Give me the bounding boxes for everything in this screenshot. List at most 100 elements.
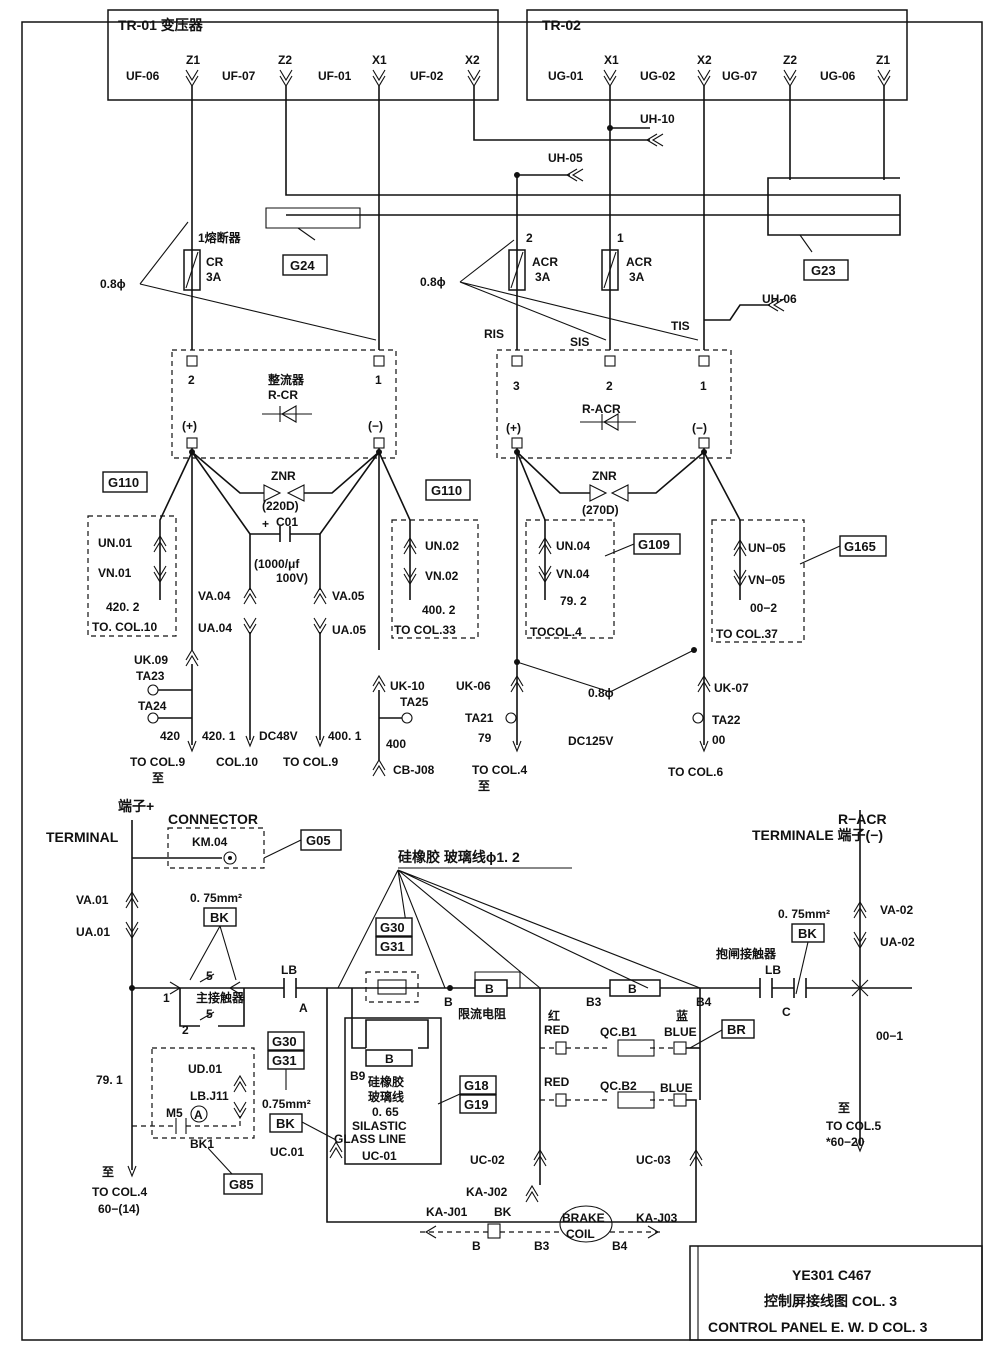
g110a-num: 420. 2 <box>106 600 140 614</box>
svg-text:G18: G18 <box>464 1078 489 1093</box>
conn-uk10: UK-10 <box>390 679 425 693</box>
group-g165 <box>711 519 805 643</box>
rcr-plus: (+) <box>182 419 197 433</box>
svg-text:BK: BK <box>798 926 817 941</box>
terminale: TERMINALE 端子(−) <box>752 827 883 843</box>
title-block <box>689 1245 983 1341</box>
lbj11-box <box>151 1047 255 1139</box>
conn-uk06: UK-06 <box>456 679 491 693</box>
num-4001: 400. 1 <box>328 729 362 743</box>
racr-ris: RIS <box>484 327 504 341</box>
tr02-term-x2: X2 <box>697 53 712 67</box>
terminal-icon <box>505 712 517 724</box>
g109-to: TOCOL.4 <box>530 625 582 639</box>
qcb1: QC.B1 <box>600 1025 637 1039</box>
tag-g05: G05 <box>300 829 342 851</box>
g165-top: UN−05 <box>748 541 786 555</box>
km04: KM.04 <box>192 835 228 849</box>
zhi-c: 至 <box>838 1101 850 1115</box>
resistor-qcb1 <box>617 1039 655 1057</box>
plug-icon <box>467 69 481 87</box>
racr-pin1: 1 <box>700 379 707 393</box>
tr02-title: TR-02 <box>542 17 581 33</box>
sleeve-icon <box>377 979 407 995</box>
lamp-red1 <box>555 1041 567 1055</box>
svg-text:G23: G23 <box>811 263 836 278</box>
num-00: 00 <box>712 733 726 747</box>
limit-resistor: 限流电阻 <box>458 1006 506 1021</box>
b3-bottom: B3 <box>534 1239 550 1253</box>
wire-size-left: 0.8ϕ <box>100 277 126 291</box>
svg-text:G05: G05 <box>306 833 331 848</box>
pin <box>511 355 523 367</box>
num-420: 420 <box>160 729 180 743</box>
plug-icon <box>243 617 257 635</box>
svg-text:G24: G24 <box>290 258 315 273</box>
zhi-a: 至 <box>152 771 164 785</box>
rectifier-rcr-box <box>171 349 397 459</box>
transformer-wiring <box>191 86 901 350</box>
red2: RED <box>544 1075 570 1089</box>
lb1: LB <box>281 963 297 977</box>
tag-g24: G24 <box>282 254 328 276</box>
num-065: 0. 65 <box>372 1105 399 1119</box>
conn-uh10: UH-10 <box>640 112 675 126</box>
g110b-num: 400. 2 <box>422 603 456 617</box>
silicone-note: 硅橡胶 玻璃线ϕ1. 2 <box>398 849 520 865</box>
silastic-cn2: 玻璃线 <box>368 1089 404 1104</box>
num-001: 00−1 <box>876 1029 903 1043</box>
diode-icon <box>580 413 636 431</box>
pin <box>373 437 385 449</box>
conn-ta23: TA23 <box>136 669 165 683</box>
coil-label: COIL <box>566 1227 595 1241</box>
diode-icon <box>262 405 312 423</box>
conn-uh06: UH-06 <box>762 292 797 306</box>
plug-icon <box>877 69 891 87</box>
dc125-wiring <box>514 448 741 745</box>
conn-cbj08: CB-J08 <box>393 763 435 777</box>
main-bus <box>129 810 912 1153</box>
tag-g18: G18 <box>459 1075 497 1095</box>
plug-icon <box>372 675 386 693</box>
rcr-pin1: 1 <box>375 373 382 387</box>
dc48-wiring <box>159 448 411 650</box>
svg-text:G85: G85 <box>229 1177 254 1192</box>
fuse-note: 1熔断器 <box>198 230 242 245</box>
plug-icon <box>525 1185 539 1203</box>
num-79: 79 <box>478 731 492 745</box>
terminal-icon <box>147 712 159 724</box>
lamp-blue2 <box>673 1093 687 1107</box>
conn-uc01a: UC.01 <box>270 1145 304 1159</box>
rcr-pin2: 2 <box>188 373 195 387</box>
tr02-term-z2: Z2 <box>783 53 797 67</box>
conn-kaj03: KA-J03 <box>636 1211 678 1225</box>
contact-2: 2 <box>182 1023 189 1037</box>
red-cn: 红 <box>548 1008 560 1023</box>
to-col5: TO COL.5 <box>826 1119 881 1133</box>
racr-tis: TIS <box>671 319 690 333</box>
conn-ua04: UA.04 <box>198 621 232 635</box>
conn-ua05: UA.05 <box>332 623 366 637</box>
wire-075b: 0. 75mm² <box>778 907 830 921</box>
tag-g110b: G110 <box>425 479 471 501</box>
num-791: 79. 1 <box>96 1073 123 1087</box>
rectifier-racr-box <box>496 349 732 459</box>
silastic-en: SILASTIC <box>352 1119 407 1133</box>
conn-ta25: TA25 <box>400 695 429 709</box>
g165-to: TO COL.37 <box>716 627 778 641</box>
g110b-mid: VN.02 <box>425 569 459 583</box>
fuse-cr <box>183 249 201 291</box>
terminal-label: TERMINAL <box>46 829 119 845</box>
plug-icon <box>233 1101 247 1119</box>
plug-block <box>487 1223 501 1239</box>
fuse-cr-name: CR <box>206 255 224 269</box>
g30-sleeve <box>365 971 419 1003</box>
tag-g110a: G110 <box>102 471 148 493</box>
conn-uh05: UH-05 <box>548 151 583 165</box>
lbj11: LB.J11 <box>190 1089 229 1103</box>
plug-icon <box>185 69 199 87</box>
rcr-minus: (−) <box>368 419 383 433</box>
svg-text:G165: G165 <box>844 539 876 554</box>
znr-right-name: ZNR <box>592 469 617 483</box>
